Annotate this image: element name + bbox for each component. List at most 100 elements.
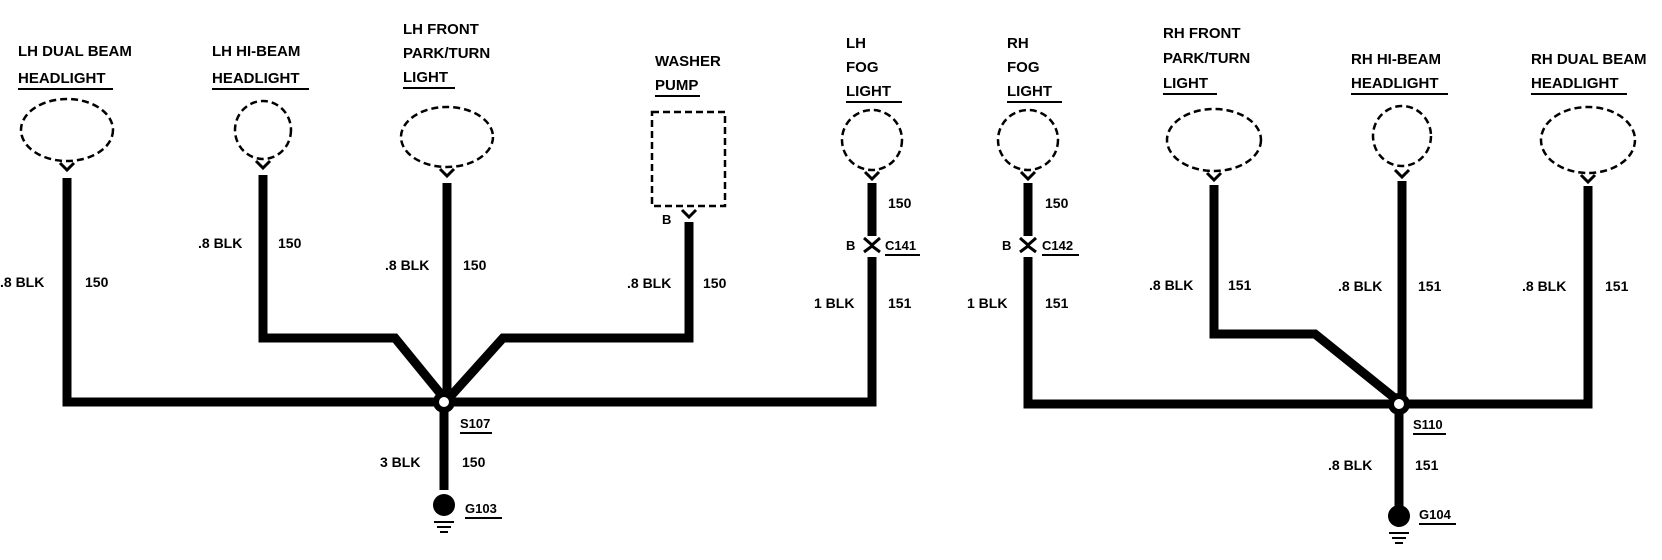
rh-front-park-label-line3: LIGHT [1163, 75, 1208, 92]
pump-outline [650, 110, 727, 208]
s110-splice-center [1394, 399, 1404, 409]
terminal-connector [1393, 168, 1411, 180]
wire-gauge-s107-ground: 3 BLK [380, 454, 420, 470]
c141-terminal-label: B [846, 238, 855, 253]
rh-fog-label-line3: LIGHT [1007, 83, 1052, 100]
terminal-connector [863, 170, 881, 182]
terminal-connector [1019, 170, 1037, 182]
lh-front-park-label-line2: PARK/TURN [403, 45, 490, 62]
g103-ground-dot [433, 494, 455, 516]
wire-gauge-lh-hi-beam: .8 BLK [198, 235, 242, 251]
terminal-connector [680, 208, 698, 220]
lh-front-park-label-line1: LH FRONT [403, 21, 479, 38]
terminal-connector [1205, 171, 1223, 183]
wire-circuit-s107-ground: 150 [462, 454, 486, 470]
lamp-outline [19, 97, 115, 163]
lh-front-park-label-line3: LIGHT [403, 69, 448, 86]
wire-rh-front-park [1209, 185, 1400, 404]
wire-gauge-lh-fog-lower: 1 BLK [814, 295, 854, 311]
c141-connector-bottom [863, 244, 881, 254]
wire-circuit-s110-ground: 151 [1415, 457, 1439, 473]
wire-washer-pump [445, 222, 694, 402]
g104-ground-dot [1388, 505, 1410, 527]
wire-gauge-rh-dual-beam: .8 BLK [1522, 278, 1566, 294]
lh-dual-beam-headlight: LH DUAL BEAM HEADLIGHT [18, 43, 132, 173]
c142-connector-bottom [1019, 244, 1037, 254]
rh-front-park-label-line2: PARK/TURN [1163, 50, 1250, 67]
terminal-connector [1579, 173, 1597, 185]
right-ground-wiring: B C142 S110 G104 150 1 BLK 151 .8 BLK 15… [967, 181, 1629, 544]
wire-circuit-rh-hi-beam: 151 [1418, 278, 1442, 294]
wire-lh-fog-lower [444, 257, 877, 407]
washer-pump-label-line1: WASHER [655, 53, 721, 70]
wire-gauge-washer-pump: .8 BLK [627, 275, 671, 291]
rh-fog-label-line1: RH [1007, 35, 1029, 52]
lamp-outline [399, 105, 495, 169]
lh-fog-label-line1: LH [846, 35, 866, 52]
lh-front-park-turn-light: LH FRONT PARK/TURN LIGHT [399, 21, 495, 179]
lh-fog-label-line3: LIGHT [846, 83, 891, 100]
s107-splice-center [439, 397, 449, 407]
lamp-outline [233, 99, 293, 161]
lamp-outline [996, 108, 1060, 172]
rh-front-park-label-line1: RH FRONT [1163, 25, 1241, 42]
c142-connector-top [1019, 236, 1037, 247]
terminal-connector [254, 159, 272, 171]
wire-circuit-lh-front-park: 150 [463, 257, 487, 273]
rh-hi-beam-headlight: RH HI-BEAM HEADLIGHT [1351, 51, 1448, 180]
lamp-outline [1539, 105, 1637, 175]
rh-fog-label-line2: FOG [1007, 59, 1040, 76]
lamp-outline [840, 108, 904, 172]
wire-circuit-rh-fog-upper: 150 [1045, 195, 1069, 211]
g103-label: G103 [465, 501, 497, 516]
lh-fog-label-line2: FOG [846, 59, 879, 76]
lh-hi-beam-label-line1: LH HI-BEAM [212, 43, 300, 60]
lamp-outline [1371, 104, 1433, 168]
wire-gauge-rh-hi-beam: .8 BLK [1338, 278, 1382, 294]
left-ground-wiring: B C141 S107 G103 .8 BLK 150 .8 BLK 150 .… [0, 175, 920, 533]
lh-hi-beam-label-line2: HEADLIGHT [212, 70, 300, 87]
c142-connector-label: C142 [1042, 238, 1073, 253]
wire-circuit-rh-front-park: 151 [1228, 277, 1252, 293]
washer-pump-terminal-label: B [662, 212, 671, 227]
wire-circuit-lh-dual-beam: 150 [85, 274, 109, 290]
rh-hi-beam-label-line2: HEADLIGHT [1351, 75, 1439, 92]
wire-circuit-lh-fog-lower: 151 [888, 295, 912, 311]
lh-hi-beam-headlight: LH HI-BEAM HEADLIGHT [212, 43, 309, 171]
rh-fog-light: RH FOG LIGHT [996, 35, 1062, 182]
wire-circuit-rh-fog-lower: 151 [1045, 295, 1069, 311]
wire-circuit-rh-dual-beam: 151 [1605, 278, 1629, 294]
c141-connector-label: C141 [885, 238, 916, 253]
lh-dual-beam-label-line1: LH DUAL BEAM [18, 43, 132, 60]
wire-gauge-rh-fog-lower: 1 BLK [967, 295, 1007, 311]
washer-pump: WASHER PUMP B [650, 53, 727, 227]
c141-connector-top [863, 236, 881, 247]
wire-lh-dual-beam [62, 178, 444, 407]
lamp-outline [1165, 107, 1263, 173]
s110-label: S110 [1413, 417, 1443, 432]
wire-circuit-lh-fog-upper: 150 [888, 195, 912, 211]
wire-circuit-lh-hi-beam: 150 [278, 235, 302, 251]
wire-rh-dual-beam [1402, 186, 1593, 409]
rh-dual-beam-headlight: RH DUAL BEAM HEADLIGHT [1531, 51, 1647, 185]
lh-dual-beam-label-line2: HEADLIGHT [18, 70, 106, 87]
rh-hi-beam-label-line1: RH HI-BEAM [1351, 51, 1441, 68]
wire-gauge-lh-front-park: .8 BLK [385, 257, 429, 273]
c142-terminal-label: B [1002, 238, 1011, 253]
rh-dual-beam-label-line2: HEADLIGHT [1531, 75, 1619, 92]
lh-fog-light: LH FOG LIGHT [840, 35, 904, 182]
washer-pump-label-line2: PUMP [655, 77, 698, 94]
rh-front-park-turn-light: RH FRONT PARK/TURN LIGHT [1163, 25, 1263, 183]
g104-label: G104 [1419, 507, 1452, 522]
wire-gauge-rh-front-park: .8 BLK [1149, 277, 1193, 293]
wire-circuit-washer-pump: 150 [703, 275, 727, 291]
wire-lh-hi-beam [258, 175, 448, 401]
wire-gauge-lh-dual-beam: .8 BLK [0, 274, 44, 290]
wire-rh-fog-lower [1023, 257, 1399, 409]
s107-label: S107 [460, 416, 490, 431]
terminal-connector [438, 167, 456, 179]
wire-gauge-s110-ground: .8 BLK [1328, 457, 1372, 473]
terminal-connector [58, 161, 76, 173]
rh-dual-beam-label-line1: RH DUAL BEAM [1531, 51, 1647, 68]
